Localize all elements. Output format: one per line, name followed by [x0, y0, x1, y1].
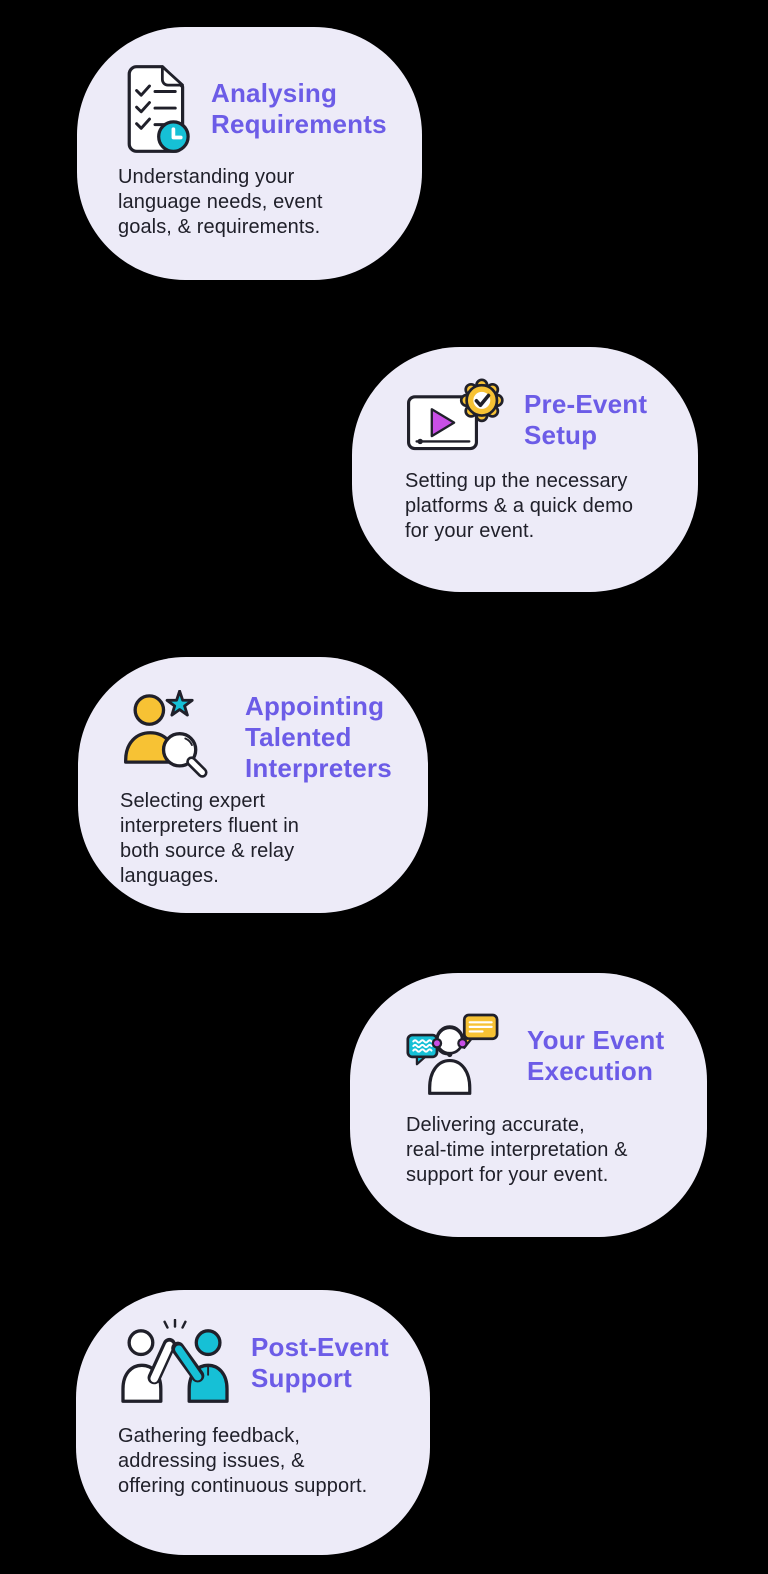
card-header: Post-Event Support — [118, 1318, 410, 1406]
card-appointing-talented-interpreters: Appointing Talented Interpreters Selecti… — [78, 657, 428, 913]
card-pre-event-setup: Pre-Event Setup Setting up the necessary… — [352, 347, 698, 592]
headset-agent-chat-icon — [406, 1013, 508, 1099]
chat-bubble-teal — [406, 1033, 439, 1066]
card-your-event-execution: Your Event Execution Delivering accurate… — [350, 973, 707, 1237]
card-description: Setting up the necessary platforms & a q… — [405, 470, 634, 542]
card-title: Pre-Event Setup — [524, 389, 648, 450]
video-player-gear-icon — [405, 377, 505, 463]
chat-bubble-yellow — [462, 1013, 499, 1049]
card-header: Appointing Talented Interpreters — [120, 689, 408, 785]
card-title: Your Event Execution — [527, 1025, 665, 1086]
card-header: Your Event Execution — [406, 1013, 685, 1099]
document-checklist-clock-icon — [118, 63, 192, 155]
person-star-magnifier-icon — [120, 689, 226, 785]
card-title: Analysing Requirements — [211, 78, 387, 139]
card-header: Analysing Requirements — [118, 63, 396, 155]
card-analysing-requirements: Analysing Requirements Understanding you… — [77, 27, 422, 280]
card-description: Understanding your language needs, event… — [118, 166, 323, 238]
card-description: Selecting expert interpreters fluent in … — [120, 790, 299, 887]
card-post-event-support: Post-Event Support Gathering feedback, a… — [76, 1290, 430, 1555]
card-title: Appointing Talented Interpreters — [245, 691, 392, 783]
high-five-support-icon — [118, 1318, 232, 1406]
card-description: Delivering accurate, real-time interpret… — [406, 1114, 628, 1186]
card-header: Pre-Event Setup — [405, 377, 676, 463]
card-description: Gathering feedback, addressing issues, &… — [118, 1425, 368, 1497]
gear-check — [459, 378, 504, 423]
card-title: Post-Event Support — [251, 1331, 389, 1393]
